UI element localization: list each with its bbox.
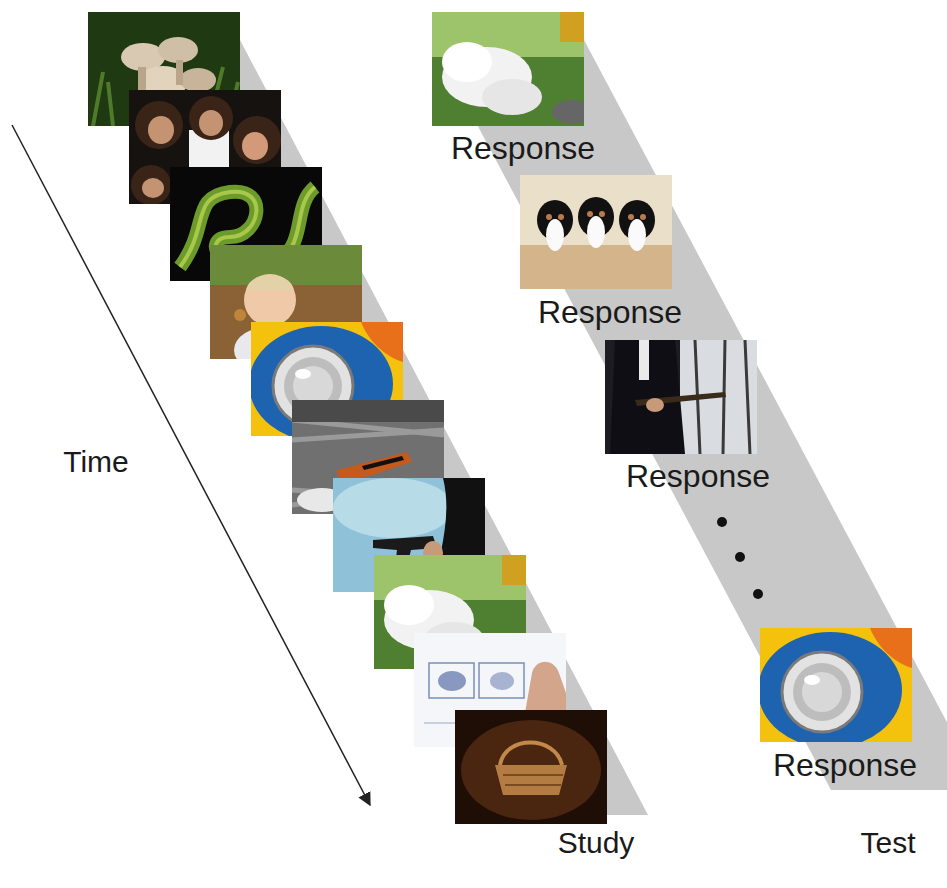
axis-label: Time	[63, 445, 129, 478]
ellipsis-dots	[717, 517, 763, 599]
response-label: Response	[626, 459, 770, 494]
test-photo	[758, 628, 912, 748]
response-label: Response	[773, 748, 917, 783]
study-photo	[455, 710, 607, 824]
phase-label: Study	[558, 826, 635, 859]
test-photo	[432, 12, 592, 126]
test-photo	[520, 175, 672, 289]
phase-label: Test	[860, 826, 915, 859]
study-images	[88, 12, 607, 824]
test-images	[432, 12, 912, 748]
test-photo	[605, 340, 757, 454]
response-label: Response	[538, 295, 682, 330]
response-label: Response	[451, 131, 595, 166]
